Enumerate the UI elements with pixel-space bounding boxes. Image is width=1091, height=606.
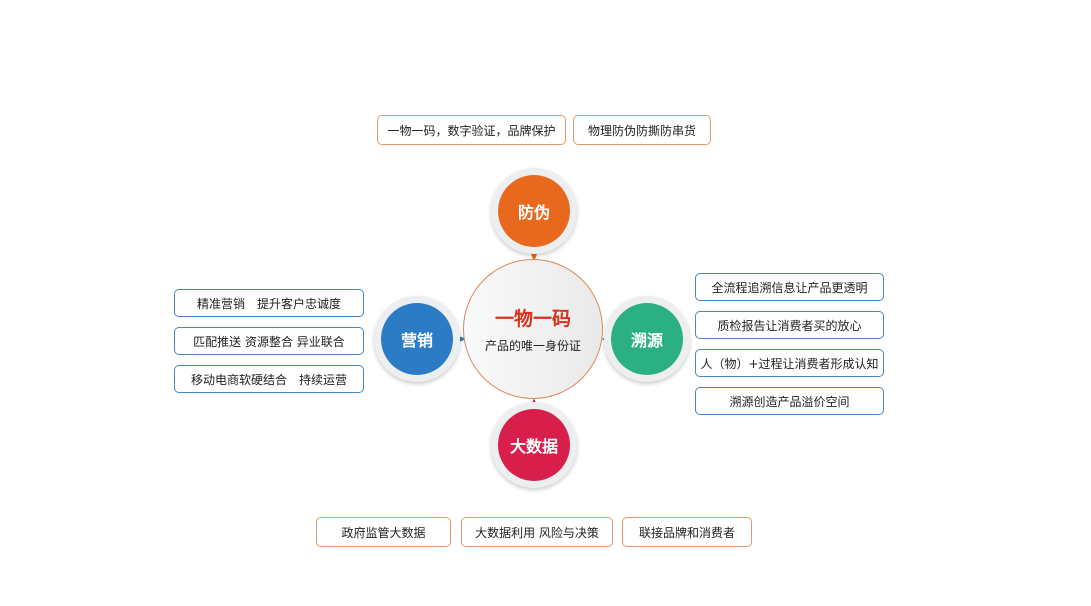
- bottom-box-2: 大数据利用 风险与决策: [461, 517, 613, 547]
- right-box-2: 质检报告让消费者买的放心: [695, 311, 884, 339]
- right-box-4: 溯源创造产品溢价空间: [695, 387, 884, 415]
- node-anti-counterfeit: 防伪: [491, 168, 577, 254]
- top-box-2: 物理防伪防撕防串货: [573, 115, 711, 145]
- right-box-3: 人（物）+过程让消费者形成认知: [695, 349, 884, 377]
- node-big-data: 大数据: [491, 402, 577, 488]
- node-marketing: 营销: [374, 296, 460, 382]
- bottom-box-1: 政府监管大数据: [316, 517, 451, 547]
- left-box-3: 移动电商软硬结合 持续运营: [174, 365, 364, 393]
- node-traceability: 溯源: [604, 296, 690, 382]
- top-box-1: 一物一码，数字验证，品牌保护: [377, 115, 566, 145]
- left-box-2: 匹配推送 资源整合 异业联合: [174, 327, 364, 355]
- bottom-box-3: 联接品牌和消费者: [622, 517, 752, 547]
- left-box-1: 精准营销 提升客户忠诚度: [174, 289, 364, 317]
- right-box-1: 全流程追溯信息让产品更透明: [695, 273, 884, 301]
- node-label: 大数据: [498, 409, 570, 481]
- center-circle: 一物一码 产品的唯一身份证: [463, 259, 603, 399]
- node-label: 营销: [381, 303, 453, 375]
- node-label: 防伪: [498, 175, 570, 247]
- center-subtitle: 产品的唯一身份证: [484, 339, 581, 353]
- node-label: 溯源: [611, 303, 683, 375]
- center-title: 一物一码: [494, 308, 571, 330]
